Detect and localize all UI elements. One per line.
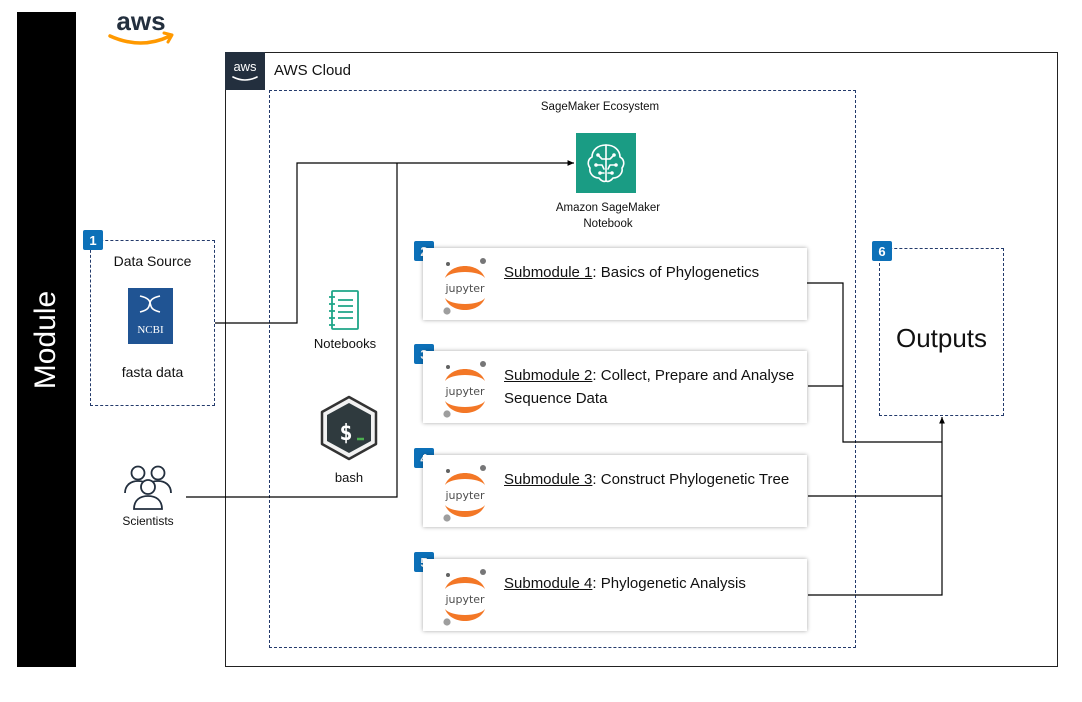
jupyter-icon: jupyter <box>443 361 486 418</box>
outputs-badge: 6 <box>872 241 892 261</box>
sagemaker-ecosystem-title: SageMaker Ecosystem <box>540 101 660 113</box>
jupyter-icon: jupyter <box>443 569 486 626</box>
aws-cloud-icon: aws <box>232 59 258 81</box>
bash-icon: $ <box>320 395 378 461</box>
submodule-2-link[interactable]: Submodule 2 <box>504 367 593 384</box>
submodule1-output-line <box>790 282 942 443</box>
aws-logo-text: aws <box>116 6 165 36</box>
outputs-title: Outputs <box>895 323 988 353</box>
ncbi-text: NCBI <box>137 324 164 336</box>
jupyter-icon: jupyter <box>443 258 486 315</box>
datasource-to-sagemaker-line <box>215 160 574 324</box>
sagemaker-ecosystem-group <box>269 90 856 648</box>
submodule-1-rest: : Basics of Phylogenetics <box>592 264 760 281</box>
ncbi-icon: NCBI <box>128 288 173 344</box>
submodule-3-title: Submodule 3: Construct Phylogenetic Tree <box>504 468 802 491</box>
data-source-subtitle: fasta data <box>121 364 184 380</box>
submodule-3-card[interactable]: jupyter Submodule 3: Construct Phylogene… <box>423 455 807 527</box>
aws-cloud-title: AWS Cloud <box>274 62 351 79</box>
aws-smile-icon <box>108 34 172 45</box>
data-source-group <box>90 240 215 406</box>
svg-text:$: $ <box>339 421 352 446</box>
submodule-1-title: Submodule 1: Basics of Phylogenetics <box>504 261 802 284</box>
data-source-title: Data Source <box>113 253 192 269</box>
aws-arrow-icon <box>162 31 174 44</box>
submodule-4-rest: : Phylogenetic Analysis <box>592 575 746 592</box>
cloud-badge-text: aws <box>233 59 257 74</box>
svg-text:jupyter: jupyter <box>444 385 485 398</box>
scientists-icon <box>124 465 172 510</box>
submodule-2-title: Submodule 2: Collect, Prepare and Analys… <box>504 364 802 410</box>
submodule-1-card[interactable]: jupyter Submodule 1: Basics of Phylogene… <box>423 248 807 320</box>
module-bar <box>17 12 76 667</box>
scientists-to-sagemaker-line <box>186 163 398 498</box>
svg-text:jupyter: jupyter <box>444 489 485 502</box>
submodule-1-link[interactable]: Submodule 1 <box>504 264 593 281</box>
sagemaker-label: Amazon SageMaker Notebook <box>555 202 661 230</box>
svg-text:jupyter: jupyter <box>444 593 485 606</box>
jupyter-icon: jupyter <box>443 465 486 522</box>
scientists-label: Scientists <box>122 514 174 528</box>
sagemaker-icon <box>576 133 636 193</box>
submodule-2-card[interactable]: jupyter Submodule 2: Collect, Prepare an… <box>423 351 807 423</box>
submodule-2-rest: : Collect, Prepare and Analyse Sequence … <box>504 367 795 407</box>
outputs-group <box>879 248 1004 416</box>
data-source-badge: 1 <box>83 230 103 250</box>
submodule-4-card[interactable]: jupyter Submodule 4: Phylogenetic Analys… <box>423 559 807 631</box>
aws-cloud-group <box>225 52 1058 667</box>
submodule-3-link[interactable]: Submodule 3 <box>504 471 593 488</box>
notebooks-label: Notebooks <box>313 336 377 351</box>
outputs-arrow-line <box>808 417 945 596</box>
submodule-4-title: Submodule 4: Phylogenetic Analysis <box>504 572 802 595</box>
aws-logo: aws <box>108 6 174 45</box>
svg-text:jupyter: jupyter <box>444 282 485 295</box>
submodule-3-rest: : Construct Phylogenetic Tree <box>592 471 790 488</box>
aws-cloud-badge: aws <box>225 52 265 90</box>
submodule-4-link[interactable]: Submodule 4 <box>504 575 593 592</box>
notebooks-icon <box>329 290 359 330</box>
bash-label: bash <box>334 470 364 485</box>
